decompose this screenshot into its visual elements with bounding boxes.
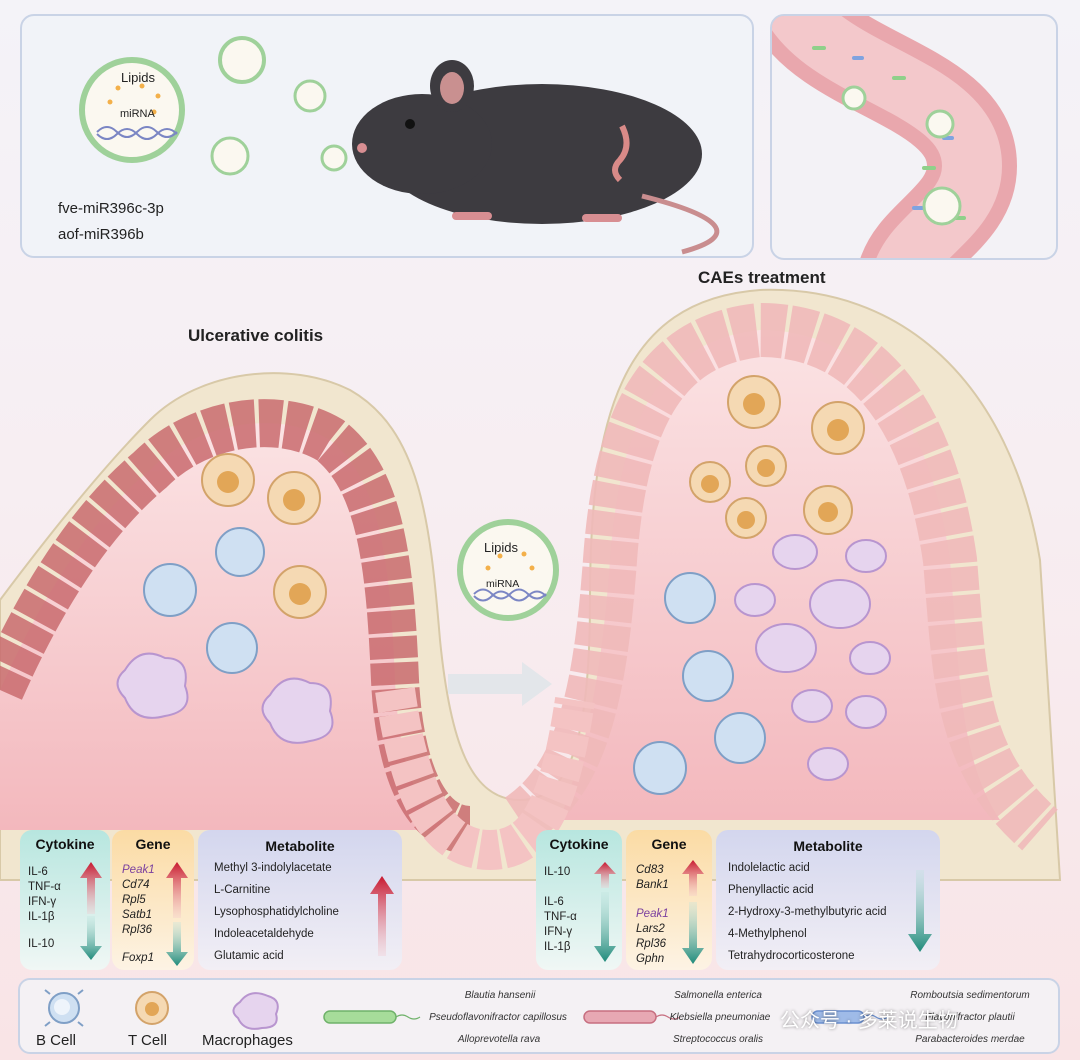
left-cytokine-title: Cytokine [20, 836, 110, 852]
right-gene-box: Gene Cd83 Bank1 Peak1 Lars2 Rpl36 Gphn [626, 830, 712, 970]
green-bacterium-icon [322, 1008, 422, 1026]
right-gene-up-arrow [682, 860, 704, 896]
right-cytokine-up-1: IL-10 [544, 866, 570, 878]
mirna-1-label: fve-miR396c-3p [58, 200, 164, 217]
vessel-panel [770, 14, 1058, 260]
left-metabolite-box: Metabolite Methyl 3-indolylacetate L-Car… [198, 830, 402, 970]
right-gene-up-1: Cd83 [636, 864, 664, 876]
legend-panel: B Cell T Cell Macrophages Blautia hansen… [18, 978, 1060, 1054]
left-metabolite-2: L-Carnitine [214, 884, 270, 896]
left-cytokine-box: Cytokine IL-6 TNF-α IFN-γ IL-1β IL-10 [20, 830, 110, 970]
left-metabolite-5: Glutamic acid [214, 950, 284, 962]
right-cytokine-up-arrow [594, 862, 616, 888]
bacteria-red-3: Streptococcus oralis [668, 1034, 768, 1045]
right-cytokine-down-2: TNF-α [544, 911, 577, 923]
bacteria-green-3: Alloprevotella rava [444, 1034, 554, 1045]
bacteria-green-2: Pseudoflavonifractor capillosus [418, 1012, 578, 1023]
right-cytokine-title: Cytokine [536, 836, 622, 852]
macrophage-icon [230, 986, 280, 1030]
right-cytokine-box: Cytokine IL-10 IL-6 TNF-α IFN-γ IL-1β [536, 830, 622, 970]
left-gene-down-arrow [166, 922, 188, 966]
right-gene-down-arrow [682, 902, 704, 964]
right-metabolite-5: Tetrahydrocorticosterone [728, 950, 855, 962]
left-metabolite-up-arrow [370, 876, 394, 956]
b-cell-label: B Cell [36, 1032, 76, 1049]
right-cytokine-down-1: IL-6 [544, 896, 564, 908]
bacteria-red-1: Salmonella enterica [668, 990, 768, 1001]
caes-treatment-title: CAEs treatment [698, 268, 826, 288]
right-cytokine-down-arrow [594, 892, 616, 962]
bacteria-red-2: Klebsiella pneumoniae [660, 1012, 780, 1023]
left-gene-up-3: Rpl5 [122, 894, 146, 906]
right-metabolite-box: Metabolite Indolelactic acid Phenyllacti… [716, 830, 940, 970]
vessel-illustration [772, 16, 1058, 260]
right-cytokine-down-4: IL-1β [544, 941, 570, 953]
macrophages-label: Macrophages [202, 1032, 293, 1049]
left-cytokine-up-2: TNF-α [28, 881, 61, 893]
right-gene-title: Gene [626, 836, 712, 852]
right-gene-down-4: Gphn [636, 953, 664, 965]
right-metabolite-3: 2-Hydroxy-3-methylbutyric acid [728, 906, 887, 918]
right-gene-down-3: Rpl36 [636, 938, 666, 950]
center-vesicle [452, 514, 564, 626]
left-gene-title: Gene [112, 836, 194, 852]
left-gene-up-4: Satb1 [122, 909, 152, 921]
watermark: 公众号 · 多莱说生物 [780, 1004, 958, 1033]
t-cell-icon [132, 988, 172, 1028]
mirna-2-label: aof-miR396b [58, 226, 144, 243]
left-cytokine-down-arrow [80, 916, 102, 960]
ulcerative-colitis-title: Ulcerative colitis [188, 326, 323, 346]
treatment-arrow [448, 662, 552, 706]
left-metabolite-title: Metabolite [198, 838, 402, 854]
left-cytokine-down-1: IL-10 [28, 938, 54, 950]
left-gene-up-arrow [166, 862, 188, 918]
right-gene-up-2: Bank1 [636, 879, 669, 891]
right-metabolite-title: Metabolite [716, 838, 940, 854]
left-metabolite-4: Indoleacetaldehyde [214, 928, 314, 940]
mouse-illustration [352, 60, 717, 252]
left-metabolite-1: Methyl 3-indolylacetate [214, 862, 332, 874]
b-cell-icon [42, 986, 86, 1030]
left-gene-down-1: Foxp1 [122, 952, 154, 964]
right-cytokine-down-3: IFN-γ [544, 926, 572, 938]
right-gene-down-2: Lars2 [636, 923, 665, 935]
ev-lipids-label: Lipids [121, 70, 155, 85]
left-cytokine-up-arrow [80, 862, 102, 914]
left-gene-up-2: Cd74 [122, 879, 150, 891]
left-cytokine-up-1: IL-6 [28, 866, 48, 878]
left-cytokine-up-4: IL-1β [28, 911, 54, 923]
center-mirna-label: miRNA [486, 578, 519, 590]
right-metabolite-1: Indolelactic acid [728, 862, 810, 874]
vesicle-illustration [22, 16, 752, 256]
center-lipids-label: Lipids [484, 540, 518, 555]
right-metabolite-2: Phenyllactic acid [728, 884, 814, 896]
right-metabolite-down-arrow [908, 870, 932, 952]
left-metabolite-3: Lysophosphatidylcholine [214, 906, 339, 918]
right-metabolite-4: 4-Methylphenol [728, 928, 807, 940]
t-cell-label: T Cell [128, 1032, 167, 1049]
bacteria-green-1: Blautia hansenii [450, 990, 550, 1001]
bacteria-blue-3: Parabacteroides merdae [904, 1034, 1036, 1045]
vesicle-oral-panel: Lipids miRNA fve-miR396c-3p aof-miR396b [20, 14, 754, 258]
left-cytokine-up-3: IFN-γ [28, 896, 56, 908]
bacteria-blue-1: Romboutsia sedimentorum [900, 990, 1040, 1001]
left-gene-up-5: Rpl36 [122, 924, 152, 936]
left-gene-box: Gene Peak1 Cd74 Rpl5 Satb1 Rpl36 Foxp1 [112, 830, 194, 970]
ev-mirna-label: miRNA [120, 108, 155, 120]
left-gene-up-1: Peak1 [122, 864, 155, 876]
right-gene-down-1: Peak1 [636, 908, 669, 920]
